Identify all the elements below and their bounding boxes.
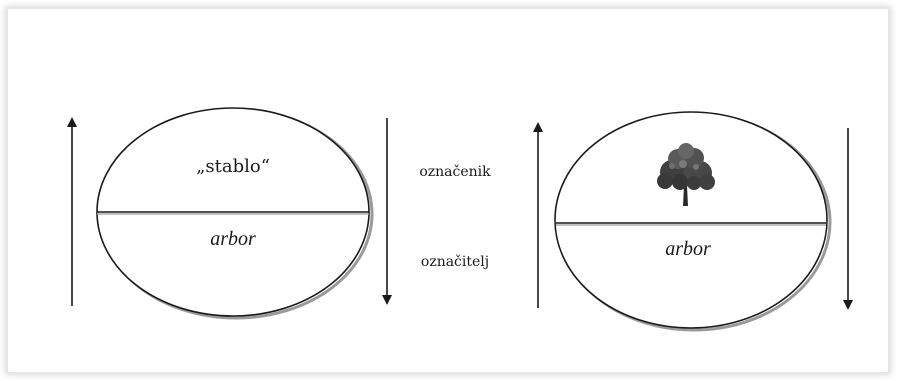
right-sign-ellipse [554,111,828,329]
signifier-label: označitelj [421,254,489,270]
left-signified-text: „stablo“ [196,156,270,177]
signified-label: označenik [419,164,491,180]
tree-icon [657,143,715,206]
left-sign: „stablo“ arbor [67,107,392,320]
right-signifier-text: arbor [665,238,711,260]
right-sign: arbor [533,111,853,332]
middle-labels: označenik označitelj [419,164,491,270]
left-signifier-text: arbor [210,228,256,250]
